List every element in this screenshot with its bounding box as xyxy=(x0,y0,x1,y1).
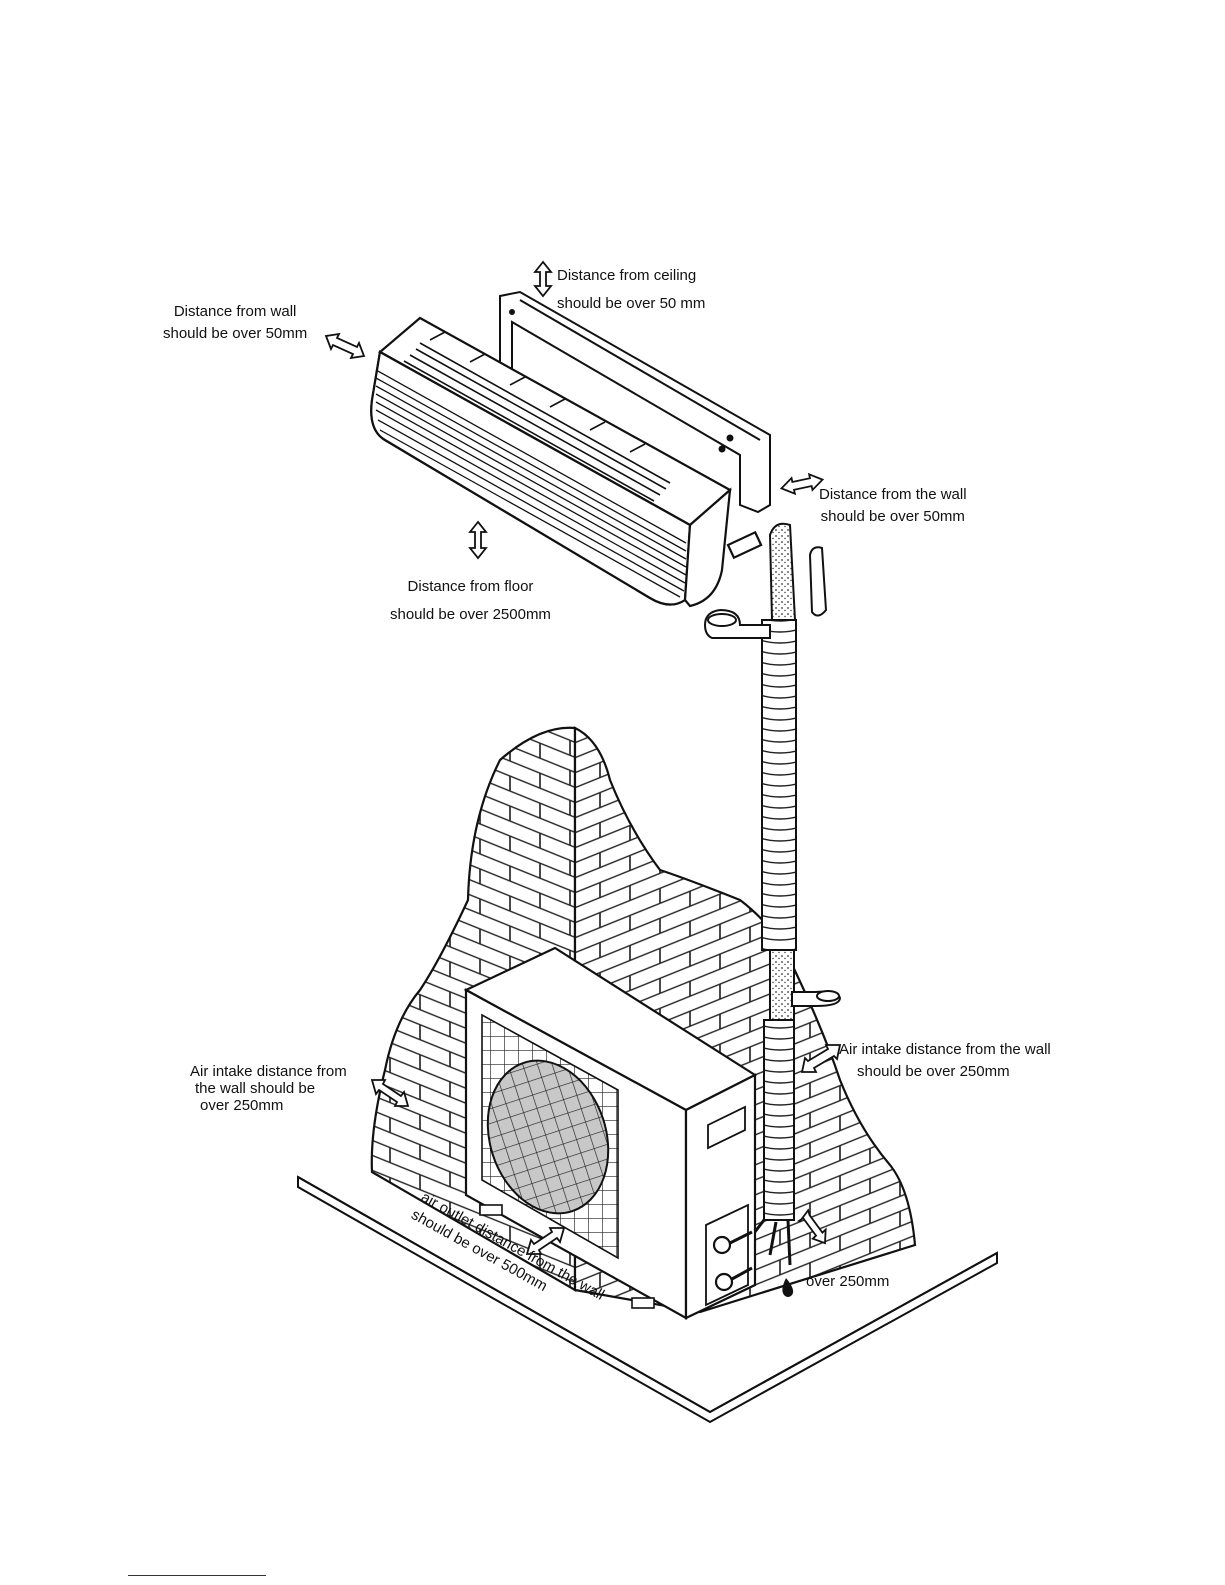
double-arrow-icon xyxy=(324,332,366,360)
front-label: over 250mm xyxy=(806,1273,889,1291)
double-arrow-icon xyxy=(533,260,553,298)
wall-right-label-line2: should be over 50mm xyxy=(820,508,965,525)
water-drop-icon xyxy=(782,1278,794,1297)
ceiling-label: Distance from ceiling should be over 50 … xyxy=(557,262,705,318)
double-arrow-icon xyxy=(797,1208,827,1245)
wall-right-label-line1: Distance from the wall xyxy=(819,486,967,503)
wall-left-label: Distance from wall should be over 50mm xyxy=(163,301,307,345)
wall-left-label-line1: Distance from wall xyxy=(173,303,297,320)
wall-right-label: Distance from the wall should be over 50… xyxy=(819,484,967,528)
outdoor-unit xyxy=(463,946,758,1320)
intake-left-label: Air intake distance from the wall should… xyxy=(190,1063,347,1114)
intake-right-label-line2: should be over 250mm xyxy=(857,1063,1010,1080)
front-label-line1: over 250mm xyxy=(806,1273,890,1290)
intake-right-label-line1: Air intake distance from the wall xyxy=(839,1041,1051,1058)
double-arrow-icon xyxy=(468,520,488,560)
double-arrow-icon xyxy=(800,1044,842,1073)
footnote-rule xyxy=(128,1575,266,1576)
pipe-bundle xyxy=(703,522,842,1266)
floor-label-line1: Distance from floor xyxy=(407,578,534,595)
floor-label: Distance from floor should be over 2500m… xyxy=(390,573,551,629)
floor-label-line2: should be over 2500mm xyxy=(390,606,551,623)
indoor-unit xyxy=(370,316,763,608)
intake-left-label-line3: over 250mm xyxy=(200,1097,284,1114)
ceiling-label-line1: Distance from ceiling xyxy=(557,267,697,284)
intake-left-label-line2: the wall should be xyxy=(195,1080,316,1097)
wall-left-label-line2: should be over 50mm xyxy=(163,325,308,342)
ceiling-label-line2: should be over 50 mm xyxy=(557,295,706,312)
double-arrow-icon xyxy=(779,472,825,496)
intake-right-label: Air intake distance from the wall should… xyxy=(839,1039,1051,1083)
intake-left-label-line1: Air intake distance from xyxy=(190,1063,347,1080)
double-arrow-icon xyxy=(370,1079,410,1107)
double-arrow-icon xyxy=(525,1227,566,1255)
floor-slab xyxy=(297,1175,998,1424)
